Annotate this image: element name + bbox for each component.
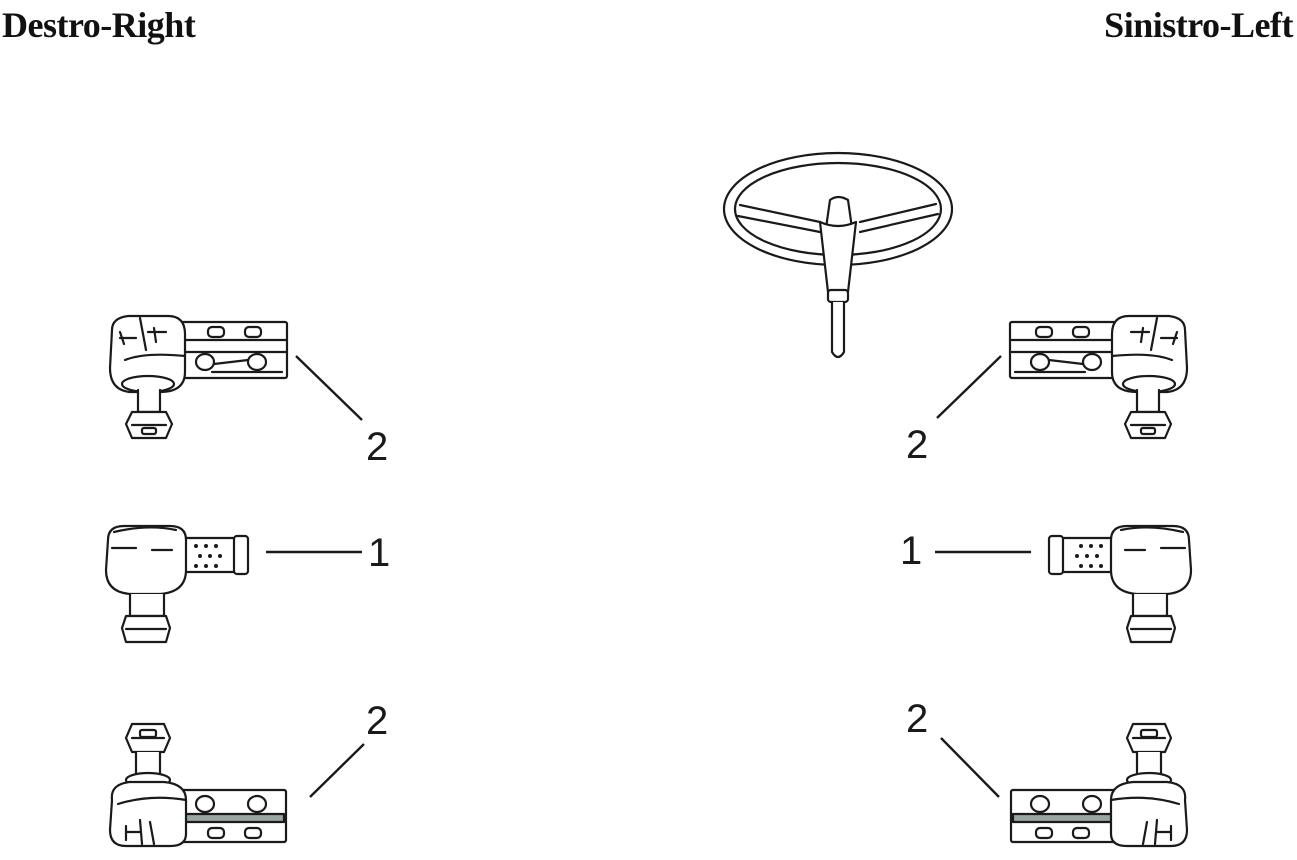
tie-rod-end-right-middle [104, 524, 250, 644]
callout-left-top: 2 [906, 423, 928, 467]
leader-line-left-top [936, 355, 1002, 419]
leader-line-right-top [295, 355, 363, 421]
tie-rod-end-right-top [108, 314, 289, 440]
callout-right-bottom: 2 [366, 699, 388, 743]
callout-right-top: 2 [366, 425, 388, 469]
tie-rod-end-left-top [1008, 314, 1189, 440]
callout-right-middle: 1 [368, 531, 390, 575]
heading-sinistro-left: Sinistro-Left [1104, 5, 1293, 45]
heading-destro-right: Destro-Right [2, 5, 196, 45]
leader-line-left-bottom [940, 737, 1000, 798]
steering-wheel-icon [722, 151, 954, 359]
tie-rod-end-left-middle [1047, 524, 1193, 644]
leader-line-right-bottom [309, 743, 365, 798]
callout-left-middle: 1 [900, 529, 922, 573]
callout-left-bottom: 2 [906, 697, 928, 741]
tie-rod-end-left-bottom [1009, 722, 1189, 848]
tie-rod-end-right-bottom [108, 722, 288, 848]
